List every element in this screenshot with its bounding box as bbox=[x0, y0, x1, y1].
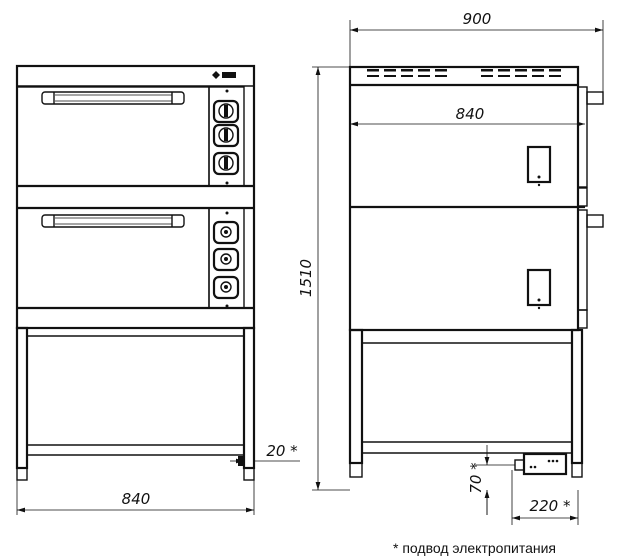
dim-front-width: 840 bbox=[122, 490, 151, 508]
front-stand bbox=[15, 326, 256, 481]
dim-body-depth: 840 bbox=[456, 105, 485, 123]
lower-door-handle bbox=[41, 214, 185, 228]
lower-oven-door bbox=[16, 207, 210, 309]
dim-height: 1510 bbox=[297, 259, 315, 297]
footnote: * подвод электропитания bbox=[393, 540, 557, 556]
dim-overall-depth: 900 bbox=[463, 10, 492, 28]
upper-door-handle bbox=[41, 91, 185, 105]
front-view bbox=[15, 64, 256, 481]
dim-connection-height: 70 * bbox=[467, 462, 485, 494]
lower-side-plate bbox=[526, 268, 552, 307]
lower-knob-side bbox=[586, 214, 604, 228]
upper-side-plate bbox=[526, 145, 552, 184]
upper-oven-door bbox=[16, 86, 210, 187]
dimension-lines bbox=[16, 20, 604, 525]
side-view bbox=[348, 65, 604, 478]
power-junction-box bbox=[514, 452, 568, 476]
lower-knobs bbox=[212, 211, 240, 308]
dim-connection-offset: 20 * bbox=[266, 442, 298, 460]
dim-connection-depth: 220 * bbox=[530, 497, 571, 515]
vent-slots bbox=[367, 69, 561, 77]
upper-knobs bbox=[212, 89, 240, 185]
brand-logo bbox=[212, 71, 236, 79]
upper-knob-side bbox=[586, 91, 604, 105]
